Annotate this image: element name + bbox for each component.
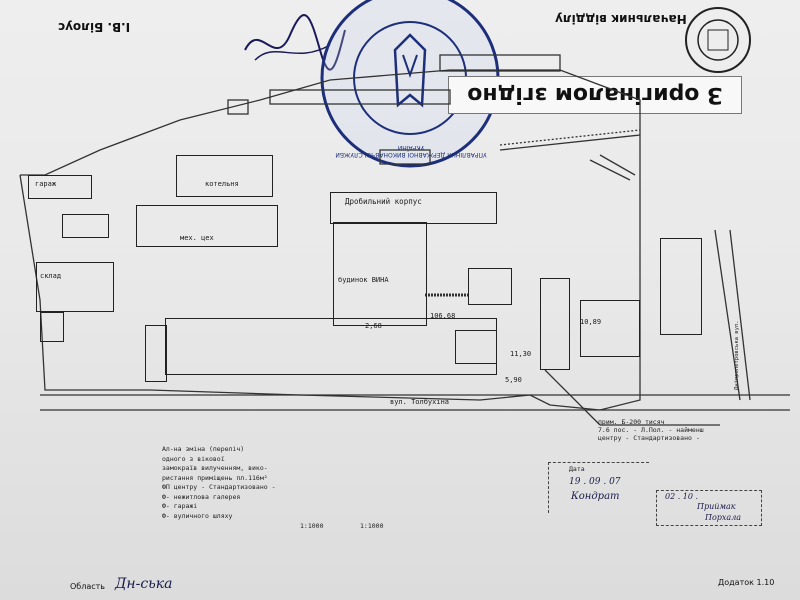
form2-name2: Порхала [705,513,742,522]
legend-line: Ф- гаражі [162,502,198,510]
legend-line: Ал-на зміна (переліч) [162,445,245,453]
label-kotelnia: котельня [205,180,239,188]
building-annex [455,330,497,364]
building-garage [28,175,92,199]
dimension-5: 10,89 [580,318,602,326]
form-date-value: 19 . 09 . 07 [569,477,621,487]
legend-line: ристання приміщень пл.116м² [162,473,268,482]
building-left-column [145,325,167,382]
legend-line: замокраїв вилученням, вико- [162,464,268,472]
building-tower [540,278,570,370]
legend-line: Ф- нежитлова галерея [162,492,241,501]
building-small-right [468,268,512,305]
right-note-line: прим. Б-200 тисяч [598,418,665,426]
scale-b: 1:1000 [360,522,384,530]
label-garage: гараж [35,180,57,188]
building-right-small [580,300,640,357]
form2-date: 02 . 10 . [665,492,699,501]
legend-line: одного з вікової [162,454,225,463]
label-crushing: Дробильний корпус [345,197,422,206]
legend-block: Ал-на зміна (переліч) одного з вікової з… [162,445,276,521]
signature-scribble [244,14,346,71]
building-sklad [36,262,114,312]
right-note-line: 7.6 пос. - Л.Пол. - найменш [598,426,704,434]
dimension-1: 106,68 [430,312,456,320]
dimension-4: 5,90 [505,376,522,384]
addendum-label: Додаток 1.10 [718,578,775,587]
form-date-label: Дата [569,465,585,473]
form2-name1: Приймак [697,502,736,511]
building-crushing [330,192,497,224]
oblast-label: Область [70,582,106,591]
label-mech-shop: мех. цех [180,234,214,242]
building-far-right [660,238,702,335]
form-name-value: Кондрат [571,491,620,502]
form-stamp-approval: 02 . 10 . Приймак Порхала [656,490,762,526]
label-wine-house: будинок ВИНА [338,276,389,284]
right-note-line: центру - Стандартизовано - [598,434,700,442]
legend-line: ФП центру - Стандартизовано - [162,483,276,491]
building-main-long [165,318,497,375]
building-tsekh-left [40,312,64,342]
right-note: прим. Б-200 тисяч 7.6 пос. - Л.Пол. - на… [598,418,704,442]
dimension-2: 2,68 [365,322,382,330]
form-stamp-date: Дата 19 . 09 . 07 Кондрат [548,462,649,513]
building-small-left [62,214,109,238]
scale-a: 1:1000 [300,522,324,530]
label-sklad: склад [40,272,62,280]
building-wine-house [333,222,427,326]
label-street-side: Дніпропетровська вул. [734,320,740,390]
building-kotelnia [176,155,273,197]
label-street: вул. Толбухіна [390,398,450,406]
dimension-3: 11,30 [510,350,532,358]
oblast-value: Дн-ська [115,576,173,592]
small-seal [685,7,751,73]
building-mech-shop [136,205,278,247]
legend-line: Ф- вуличного шляху [162,511,233,520]
